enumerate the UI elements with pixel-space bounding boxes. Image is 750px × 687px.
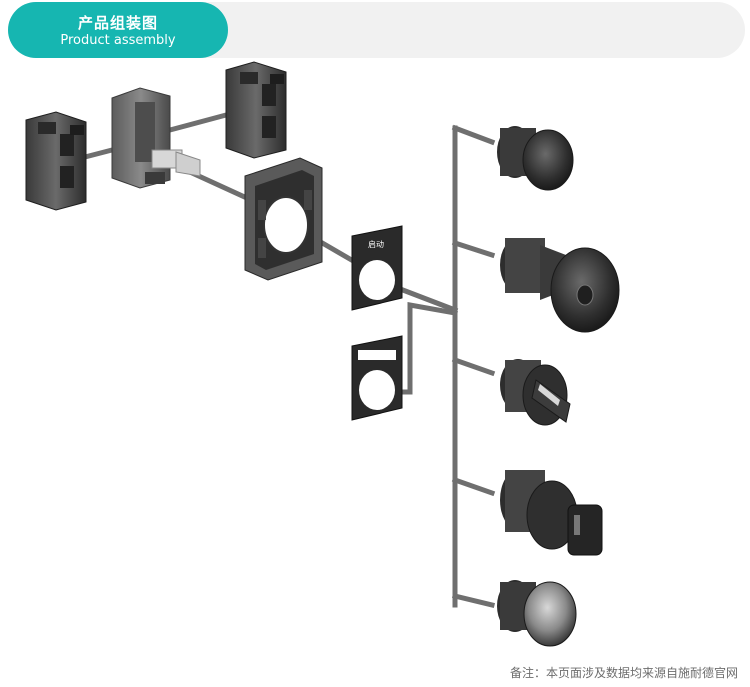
contact-block-left <box>25 111 87 211</box>
mushroom-button-head <box>500 238 620 333</box>
source-note: 备注：本页面涉及数据均来源自施耐德官网 <box>509 666 738 680</box>
key-switch-head <box>500 470 603 556</box>
legend-plate-holder <box>351 335 403 421</box>
section-title-cn: 产品组装图 <box>77 14 158 32</box>
section-title-en: Product assembly <box>60 33 176 48</box>
legend-plate-labeled: 启动 <box>351 225 403 311</box>
mounting-collar <box>244 157 323 281</box>
section-title-badge: 产品组装图 Product assembly <box>8 2 228 58</box>
push-button-head <box>497 126 574 191</box>
selector-switch-head <box>500 359 571 426</box>
illuminated-button-head <box>497 580 577 647</box>
legend-plate-text: 启动 <box>368 239 384 249</box>
contact-block-upper <box>225 61 287 159</box>
contact-block-middle <box>111 87 201 189</box>
